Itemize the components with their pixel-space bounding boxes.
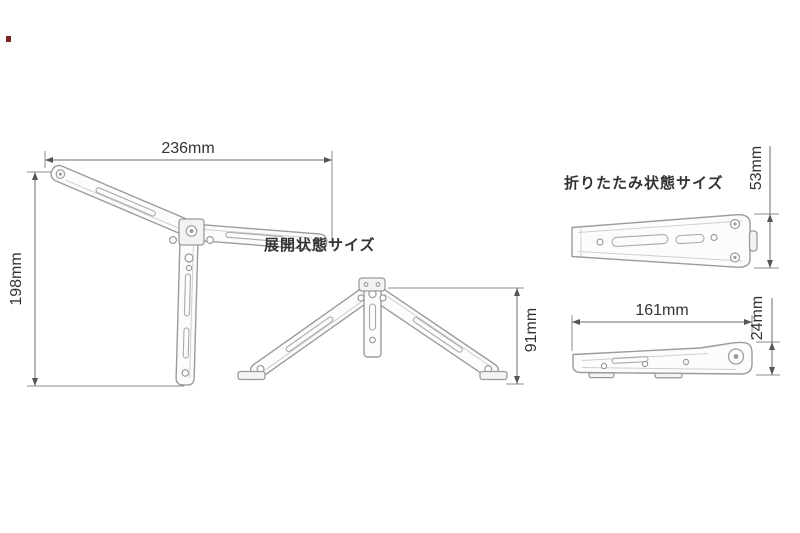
front-left-foot — [237, 370, 266, 381]
expanded-front-figure: 展開状態サイズ — [237, 236, 540, 385]
front-center-column — [363, 282, 382, 358]
expanded-front-drawing — [237, 277, 508, 381]
dim-expanded-height: 198mm — [8, 171, 184, 387]
folded-side-figure: 161mm 24mm — [571, 296, 780, 379]
front-right-foot — [479, 370, 508, 381]
expanded-width-label: 236mm — [161, 140, 214, 157]
expanded-height-label: 198mm — [8, 252, 25, 305]
front-left-leg — [249, 287, 373, 380]
tripod-hub — [169, 218, 215, 272]
expanded-front-height-label: 91mm — [523, 308, 540, 352]
front-apex-cap — [357, 277, 387, 302]
corner-mark — [6, 36, 11, 42]
tripod-lower-leg — [175, 235, 199, 386]
front-right-leg — [371, 287, 499, 379]
dim-expanded-front-height: 91mm — [388, 287, 540, 385]
folded-side-drawing — [572, 341, 753, 379]
folded-length-label: 161mm — [635, 302, 688, 319]
folded-top-tab — [748, 230, 758, 252]
expanded-tripod-drawing — [50, 164, 328, 386]
folded-state-title: 折りたたみ状態サイズ — [564, 174, 724, 192]
tripod-left-arm — [50, 164, 200, 239]
dim-expanded-width: 236mm — [44, 140, 333, 243]
folded-side-height-label: 24mm — [749, 296, 766, 340]
expanded-view-figure: 236mm 198mm — [8, 140, 333, 387]
dim-folded-length: 161mm — [571, 302, 753, 351]
dim-folded-side-height: 24mm — [749, 296, 780, 376]
dim-folded-top-height: 53mm — [748, 146, 779, 269]
folded-top-height-label: 53mm — [748, 146, 765, 190]
side-left-foot — [588, 372, 615, 379]
side-right-foot — [654, 372, 683, 379]
tripod-right-arm — [185, 223, 328, 251]
folded-top-figure: 折りたたみ状態サイズ 53mm — [564, 146, 779, 269]
folded-top-drawing — [571, 214, 758, 268]
expanded-state-title: 展開状態サイズ — [264, 236, 376, 254]
